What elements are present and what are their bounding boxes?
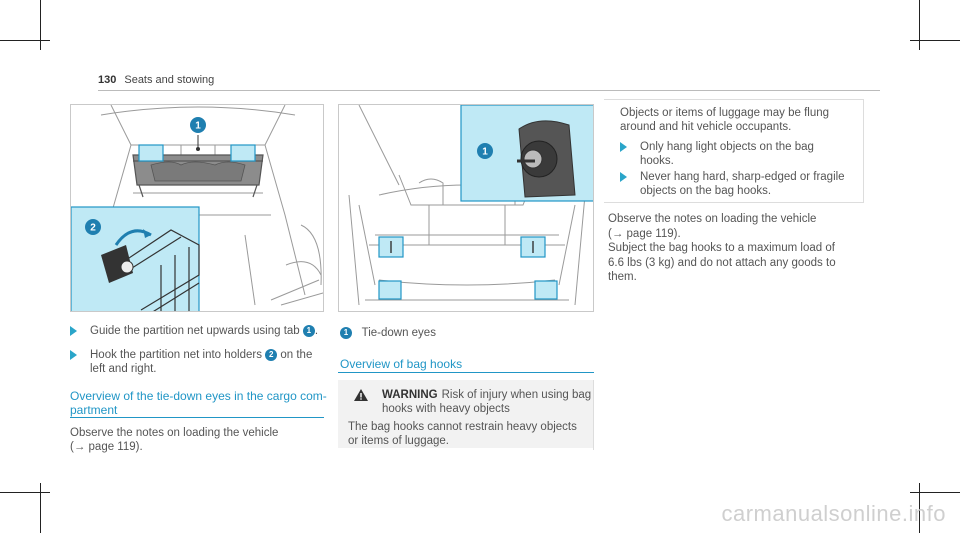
- figure-tie-down-eyes: 1: [338, 104, 594, 312]
- bullet-light-objects: Only hang light objects on the bag hooks…: [620, 140, 860, 170]
- watermark: carmanualsonline.info: [721, 501, 946, 526]
- callout-1: [190, 117, 206, 133]
- svg-text:2: 2: [90, 223, 96, 234]
- warning-continued-text: Objects or items of luggage may be flung…: [620, 107, 830, 133]
- svg-text:1: 1: [482, 147, 488, 158]
- section-rule: [70, 417, 324, 418]
- holder-left-highlight: [138, 144, 164, 162]
- bullet-arrow-icon: [620, 172, 627, 182]
- step-hook-partition: Hook the partition net into holders 2 on…: [70, 348, 330, 378]
- warning-continued-box: [604, 99, 864, 203]
- warning-label: WARNING: [382, 389, 438, 401]
- callout-badge: 2: [265, 349, 278, 361]
- bullet-arrow-icon: [70, 350, 77, 360]
- callout-2: [85, 219, 101, 235]
- page-section-title: Seats and stowing: [124, 74, 215, 86]
- figure-partition-net: 1 2: [70, 104, 324, 312]
- section-rule: [338, 372, 594, 373]
- tie-down-eyes-illustration: 1: [348, 105, 593, 306]
- section-title-bag-hooks: Overview of bag hooks: [340, 357, 463, 371]
- callout-badge: 1: [302, 325, 315, 337]
- warning-body: The bag hooks cannot restrain heavy obje…: [348, 421, 577, 447]
- holder-right-highlight: [230, 144, 256, 162]
- bag-hooks-load-notes: Observe the notes on loading the vehicle…: [608, 213, 836, 283]
- crop-mark: [910, 492, 960, 493]
- crop-mark: [40, 483, 41, 533]
- crop-mark: [0, 40, 50, 41]
- page-header: 130 Seats and stowing: [98, 74, 214, 86]
- svg-text:1: 1: [195, 121, 201, 132]
- crop-mark: [0, 492, 50, 493]
- callout-badge: 1: [340, 327, 352, 339]
- page-number: 130: [98, 74, 117, 86]
- crop-mark: [919, 483, 920, 533]
- legend-tie-down-eyes: 1 Tie-down eyes: [340, 326, 590, 340]
- crop-mark: [919, 0, 920, 50]
- warning-box-border: [593, 380, 594, 450]
- bullet-arrow-icon: [70, 326, 77, 336]
- header-rule: [98, 90, 880, 91]
- section-title-tie-down-eyes: Overview of the tie-down eyes in the car…: [70, 389, 327, 417]
- bullet-arrow-icon: [620, 142, 627, 152]
- loading-notes-ref-1: Observe the notes on loading the vehicle…: [70, 427, 279, 453]
- warning-triangle-icon: [354, 389, 368, 401]
- crop-mark: [910, 40, 960, 41]
- callout-1: [477, 143, 493, 159]
- partition-net-illustration: 1 2: [71, 105, 323, 311]
- crop-mark: [40, 0, 41, 50]
- bullet-no-hard-objects: Never hang hard, sharp-edged or fragile …: [620, 170, 860, 200]
